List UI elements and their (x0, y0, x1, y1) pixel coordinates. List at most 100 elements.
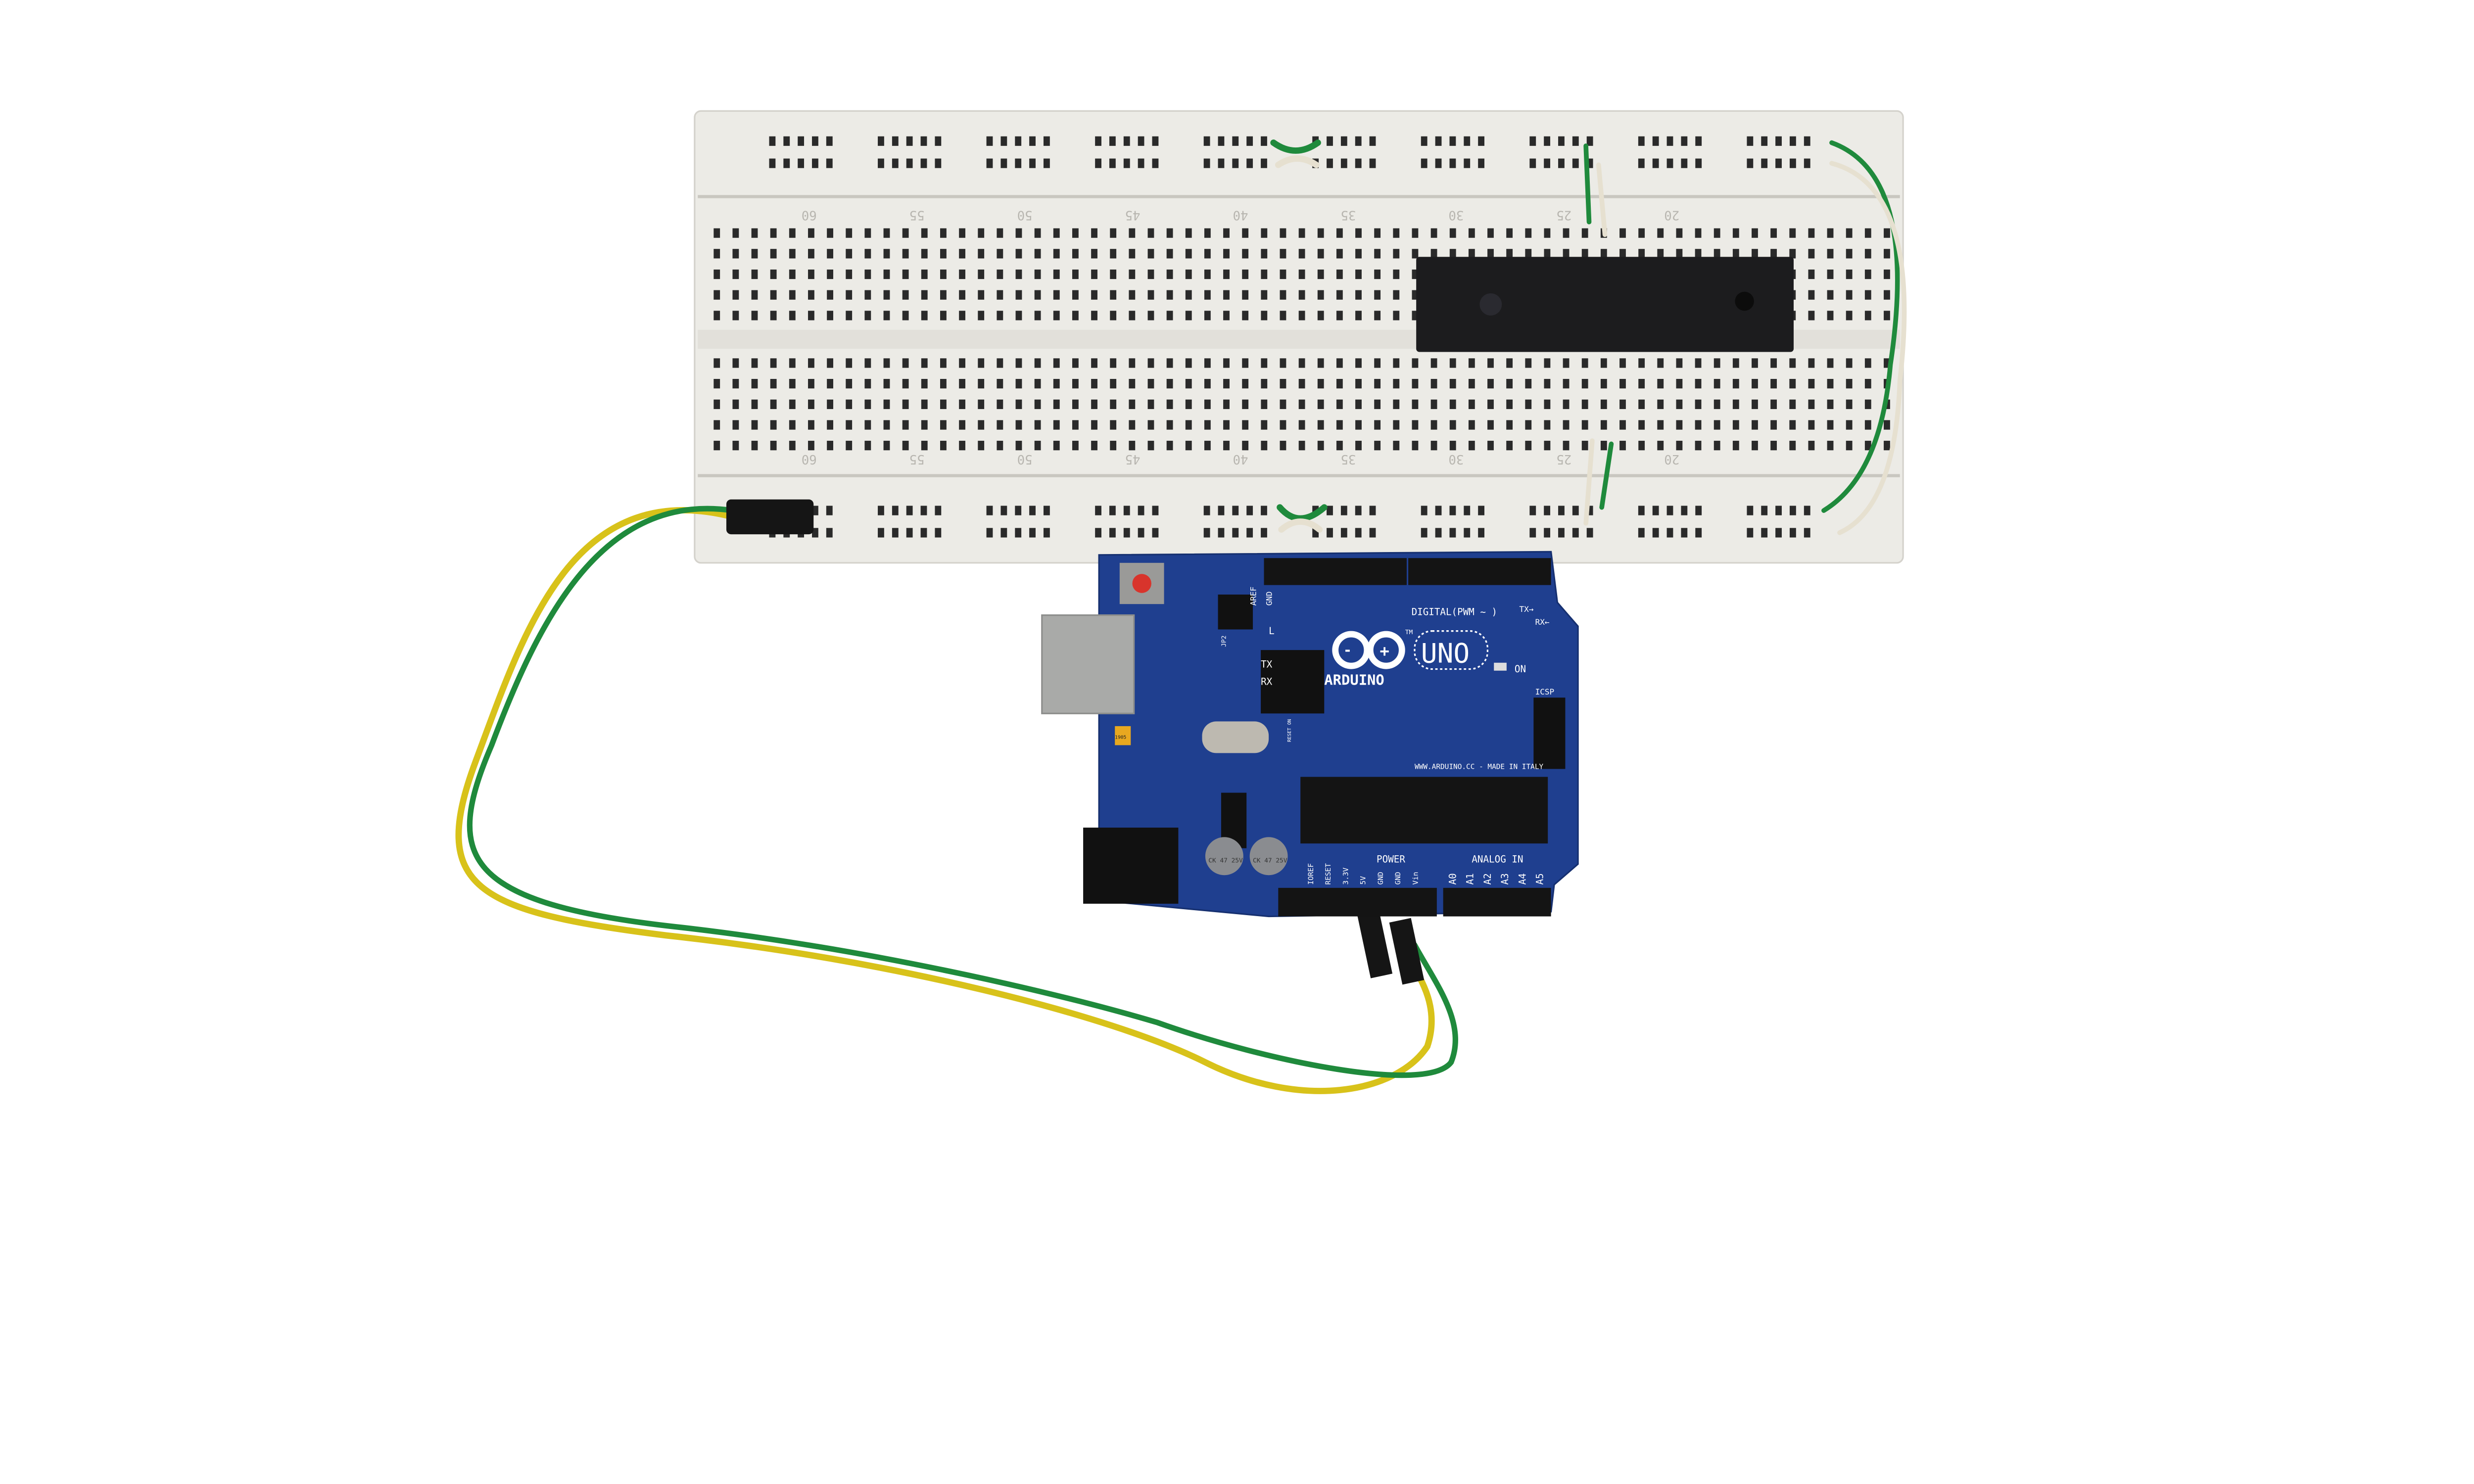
terminal-hole[interactable] (1298, 399, 1305, 409)
terminal-hole[interactable] (1015, 290, 1022, 300)
top-rail-hole[interactable] (906, 158, 913, 168)
terminal-hole[interactable] (1449, 249, 1456, 259)
top-rail-hole[interactable] (1666, 136, 1673, 146)
top-rail-hole[interactable] (1369, 136, 1376, 146)
terminal-hole[interactable] (846, 358, 853, 368)
terminal-hole[interactable] (1752, 399, 1758, 409)
bottom-rail-hole[interactable] (1029, 506, 1036, 515)
terminal-hole[interactable] (1223, 379, 1230, 389)
terminal-hole[interactable] (1317, 311, 1324, 321)
terminal-hole[interactable] (1657, 420, 1664, 430)
terminal-hole[interactable] (1072, 311, 1079, 321)
top-rail-hole[interactable] (1138, 136, 1144, 146)
terminal-hole[interactable] (864, 269, 871, 279)
terminal-hole[interactable] (1280, 441, 1286, 451)
terminal-hole[interactable] (808, 228, 814, 238)
terminal-hole[interactable] (883, 441, 890, 451)
top-rail-hole[interactable] (1203, 136, 1210, 146)
terminal-hole[interactable] (714, 311, 720, 321)
terminal-hole[interactable] (1298, 420, 1305, 430)
terminal-hole[interactable] (751, 379, 758, 389)
bottom-rail-hole[interactable] (986, 528, 993, 538)
terminal-hole[interactable] (1336, 358, 1343, 368)
terminal-hole[interactable] (1147, 249, 1154, 259)
terminal-hole[interactable] (1695, 420, 1702, 430)
terminal-hole[interactable] (1261, 358, 1268, 368)
top-rail-hole[interactable] (1152, 136, 1159, 146)
top-rail-hole[interactable] (1340, 158, 1347, 168)
top-rail-hole[interactable] (812, 136, 818, 146)
terminal-hole[interactable] (1147, 358, 1154, 368)
bottom-rail-hole[interactable] (1695, 506, 1702, 515)
terminal-hole[interactable] (1185, 290, 1192, 300)
terminal-hole[interactable] (864, 249, 871, 259)
terminal-hole[interactable] (1110, 228, 1117, 238)
terminal-hole[interactable] (789, 290, 796, 300)
terminal-hole[interactable] (1657, 379, 1664, 389)
terminal-hole[interactable] (1147, 269, 1154, 279)
terminal-hole[interactable] (1600, 379, 1607, 389)
terminal-hole[interactable] (732, 311, 739, 321)
terminal-hole[interactable] (1789, 379, 1796, 389)
terminal-hole[interactable] (1506, 249, 1513, 259)
terminal-hole[interactable] (1827, 420, 1834, 430)
terminal-hole[interactable] (1827, 269, 1834, 279)
terminal-hole[interactable] (808, 290, 814, 300)
terminal-hole[interactable] (921, 358, 928, 368)
terminal-hole[interactable] (1261, 269, 1268, 279)
terminal-hole[interactable] (883, 249, 890, 259)
terminal-hole[interactable] (1864, 228, 1871, 238)
terminal-hole[interactable] (1827, 249, 1834, 259)
bottom-rail-hole[interactable] (1804, 528, 1810, 538)
terminal-hole[interactable] (1695, 249, 1702, 259)
bottom-rail-hole[interactable] (1203, 528, 1210, 538)
terminal-hole[interactable] (1393, 399, 1400, 409)
terminal-hole[interactable] (1506, 379, 1513, 389)
terminal-hole[interactable] (921, 441, 928, 451)
top-rail-hole[interactable] (1043, 136, 1050, 146)
terminal-hole[interactable] (808, 269, 814, 279)
terminal-hole[interactable] (1752, 441, 1758, 451)
terminal-hole[interactable] (1355, 441, 1362, 451)
terminal-hole[interactable] (1374, 249, 1381, 259)
terminal-hole[interactable] (1808, 379, 1815, 389)
terminal-hole[interactable] (1261, 290, 1268, 300)
terminal-hole[interactable] (827, 269, 833, 279)
terminal-hole[interactable] (1619, 420, 1626, 430)
terminal-hole[interactable] (1789, 420, 1796, 430)
terminal-hole[interactable] (1695, 228, 1702, 238)
terminal-hole[interactable] (1808, 249, 1815, 259)
terminal-hole[interactable] (1185, 441, 1192, 451)
terminal-hole[interactable] (732, 358, 739, 368)
terminal-hole[interactable] (1544, 441, 1551, 451)
top-rail-hole[interactable] (1747, 158, 1754, 168)
terminal-hole[interactable] (1487, 420, 1494, 430)
top-rail-hole[interactable] (1218, 158, 1225, 168)
terminal-hole[interactable] (1336, 420, 1343, 430)
terminal-hole[interactable] (1487, 379, 1494, 389)
terminal-hole[interactable] (1242, 249, 1249, 259)
terminal-hole[interactable] (714, 379, 720, 389)
terminal-hole[interactable] (1166, 420, 1173, 430)
terminal-hole[interactable] (883, 379, 890, 389)
terminal-hole[interactable] (1280, 228, 1286, 238)
top-rail-hole[interactable] (798, 158, 804, 168)
terminal-hole[interactable] (902, 441, 909, 451)
terminal-hole[interactable] (770, 420, 777, 430)
bottom-rail-hole[interactable] (1435, 506, 1442, 515)
terminal-hole[interactable] (714, 441, 720, 451)
terminal-hole[interactable] (1185, 358, 1192, 368)
terminal-hole[interactable] (1770, 228, 1777, 238)
terminal-hole[interactable] (1846, 290, 1853, 300)
top-rail-hole[interactable] (1421, 158, 1427, 168)
terminal-hole[interactable] (1676, 228, 1683, 238)
terminal-hole[interactable] (732, 269, 739, 279)
terminal-hole[interactable] (1864, 441, 1871, 451)
terminal-hole[interactable] (770, 290, 777, 300)
bottom-rail-hole[interactable] (1327, 506, 1333, 515)
top-rail-hole[interactable] (1435, 158, 1442, 168)
bottom-rail-hole[interactable] (1652, 506, 1659, 515)
bottom-rail-hole[interactable] (1203, 506, 1210, 515)
terminal-hole[interactable] (751, 228, 758, 238)
top-rail-hole[interactable] (1681, 158, 1688, 168)
